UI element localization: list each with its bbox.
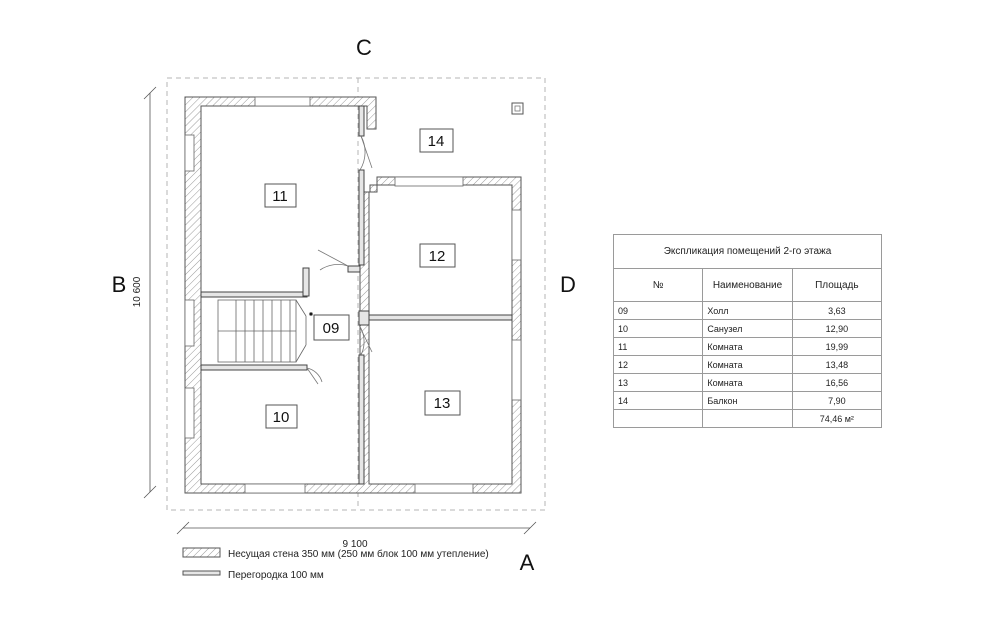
room-label: 14 — [428, 133, 445, 150]
drain-inner — [514, 105, 521, 112]
table-row: 09 Холл 3,63 — [612, 301, 883, 320]
total-area: 74,46 м² — [791, 409, 883, 428]
row-name: Комната — [702, 355, 793, 374]
dimension-lines — [143, 86, 537, 535]
row-area: 13,48 — [791, 355, 883, 374]
windows — [184, 96, 522, 494]
axis-label-right: D — [560, 272, 576, 297]
room-label: 10 — [273, 409, 290, 426]
row-num: 10 — [612, 319, 704, 338]
room-labels — [264, 128, 461, 429]
header-name: Наименование — [702, 268, 793, 302]
doors — [306, 135, 373, 385]
row-area: 3,63 — [791, 301, 883, 320]
total-empty-cell — [702, 409, 793, 428]
row-num: 14 — [612, 391, 704, 410]
row-name: Комната — [702, 337, 793, 356]
table-title: Экспликация помещений 2-го этажа — [613, 234, 882, 269]
row-area: 16,56 — [791, 373, 883, 392]
table-total-row: 74,46 м² — [612, 409, 883, 428]
axes-frame — [166, 77, 546, 511]
row-area: 19,99 — [791, 337, 883, 356]
table-row: 14 Балкон 7,90 — [612, 391, 883, 410]
legend-bearing-wall: Несущая стена 350 мм (250 мм блок 100 мм… — [228, 548, 489, 560]
table-row: 13 Комната 16,56 — [612, 373, 883, 392]
drain-icon — [511, 102, 524, 115]
header-area: Площадь — [791, 268, 883, 302]
row-num: 13 — [612, 373, 704, 392]
row-num: 11 — [612, 337, 704, 356]
axis-label-left: B — [112, 272, 127, 297]
row-area: 7,90 — [791, 391, 883, 410]
row-name: Балкон — [702, 391, 793, 410]
staircase — [217, 299, 313, 363]
row-name: Санузел — [702, 319, 793, 338]
room-explication-table: Экспликация помещений 2-го этажа № Наиме… — [612, 234, 883, 428]
table-row: 11 Комната 19,99 — [612, 337, 883, 356]
width-dimension: 9 100 — [342, 539, 367, 550]
room-label: 09 — [323, 320, 340, 337]
axis-label-top: C — [356, 35, 372, 60]
partition-swatch — [182, 570, 221, 576]
legend-partition: Перегородка 100 мм — [228, 570, 324, 581]
height-dimension: 10 600 — [132, 276, 143, 307]
room-label: 12 — [429, 248, 446, 265]
bearing-wall-swatch — [182, 547, 221, 558]
row-num: 12 — [612, 355, 704, 374]
row-name: Комната — [702, 373, 793, 392]
row-num: 09 — [612, 301, 704, 320]
total-empty-cell — [612, 409, 704, 428]
header-num: № — [612, 268, 704, 302]
row-area: 12,90 — [791, 319, 883, 338]
room-label: 11 — [272, 188, 288, 205]
table-row: 10 Санузел 12,90 — [612, 319, 883, 338]
axis-label-bottom: A — [520, 550, 535, 575]
row-name: Холл — [702, 301, 793, 320]
room-label: 13 — [434, 395, 451, 412]
partitions — [200, 105, 513, 485]
table-row: 12 Комната 13,48 — [612, 355, 883, 374]
